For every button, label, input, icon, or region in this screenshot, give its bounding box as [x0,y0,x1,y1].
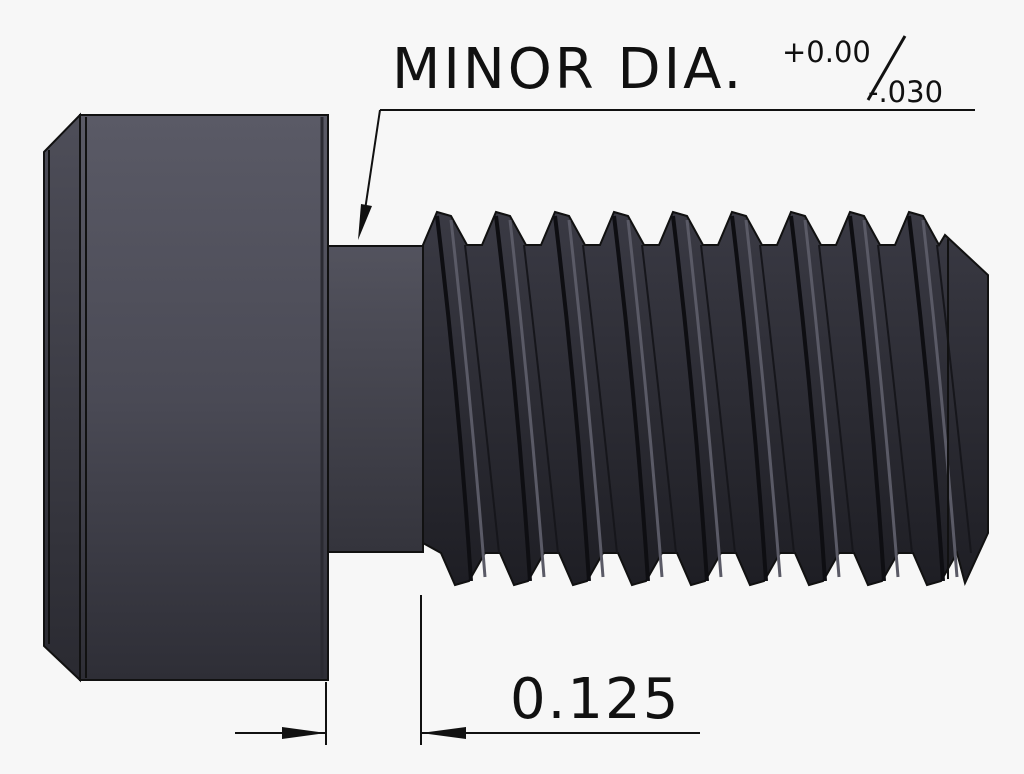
thread-crest-line [494,215,532,582]
head-body [79,114,329,681]
thread-highlight-line [803,219,841,578]
thread-root-line [700,244,736,554]
minor-dia-label: MINOR DIA. [392,37,744,102]
dimension-value: 0.125 [510,667,680,732]
thread-crest-line [671,215,709,582]
thread-highlight-line [921,219,959,578]
thread-root-line [877,244,913,554]
thread-crest-line [553,215,591,582]
thread-root-line [582,244,618,554]
callout-arrowhead [358,204,372,240]
thread-root-line [818,244,854,554]
thread-crest-line [789,215,827,582]
thread-root-line [464,244,500,554]
thread-root-line [936,244,972,554]
thread-crest-line [907,215,945,582]
thread-root-line [641,244,677,554]
thread-highlight-line [567,219,605,578]
thread-highlight-line [508,219,546,578]
thread-highlight-line [626,219,664,578]
thread-crest-line [730,215,768,582]
tolerance-slash [866,35,907,101]
thread-highlight-line [449,219,487,578]
upper-tolerance: +0.00 [782,35,871,69]
callout-leader-line [364,109,381,211]
thread-crest-line [435,215,473,582]
undercut-dimension: 0.125 [235,595,700,745]
thread-root-line [759,244,795,554]
lower-tolerance: -.030 [868,75,943,109]
thread-highlight-line [744,219,782,578]
thread-crest-line [612,215,650,582]
dimension-arrowhead-right [421,727,466,739]
thread-crest-line [848,215,886,582]
dimension-arrowhead-left [282,727,326,739]
shank-body [327,245,424,553]
screw-threads [422,210,989,587]
minor-dia-callout: MINOR DIA. +0.00 -.030 [358,35,975,240]
thread-root-line [523,244,559,554]
thread-highlight-line [862,219,900,578]
screw-head [43,112,329,683]
screw-shank [327,245,424,553]
thread-highlight-line [685,219,723,578]
